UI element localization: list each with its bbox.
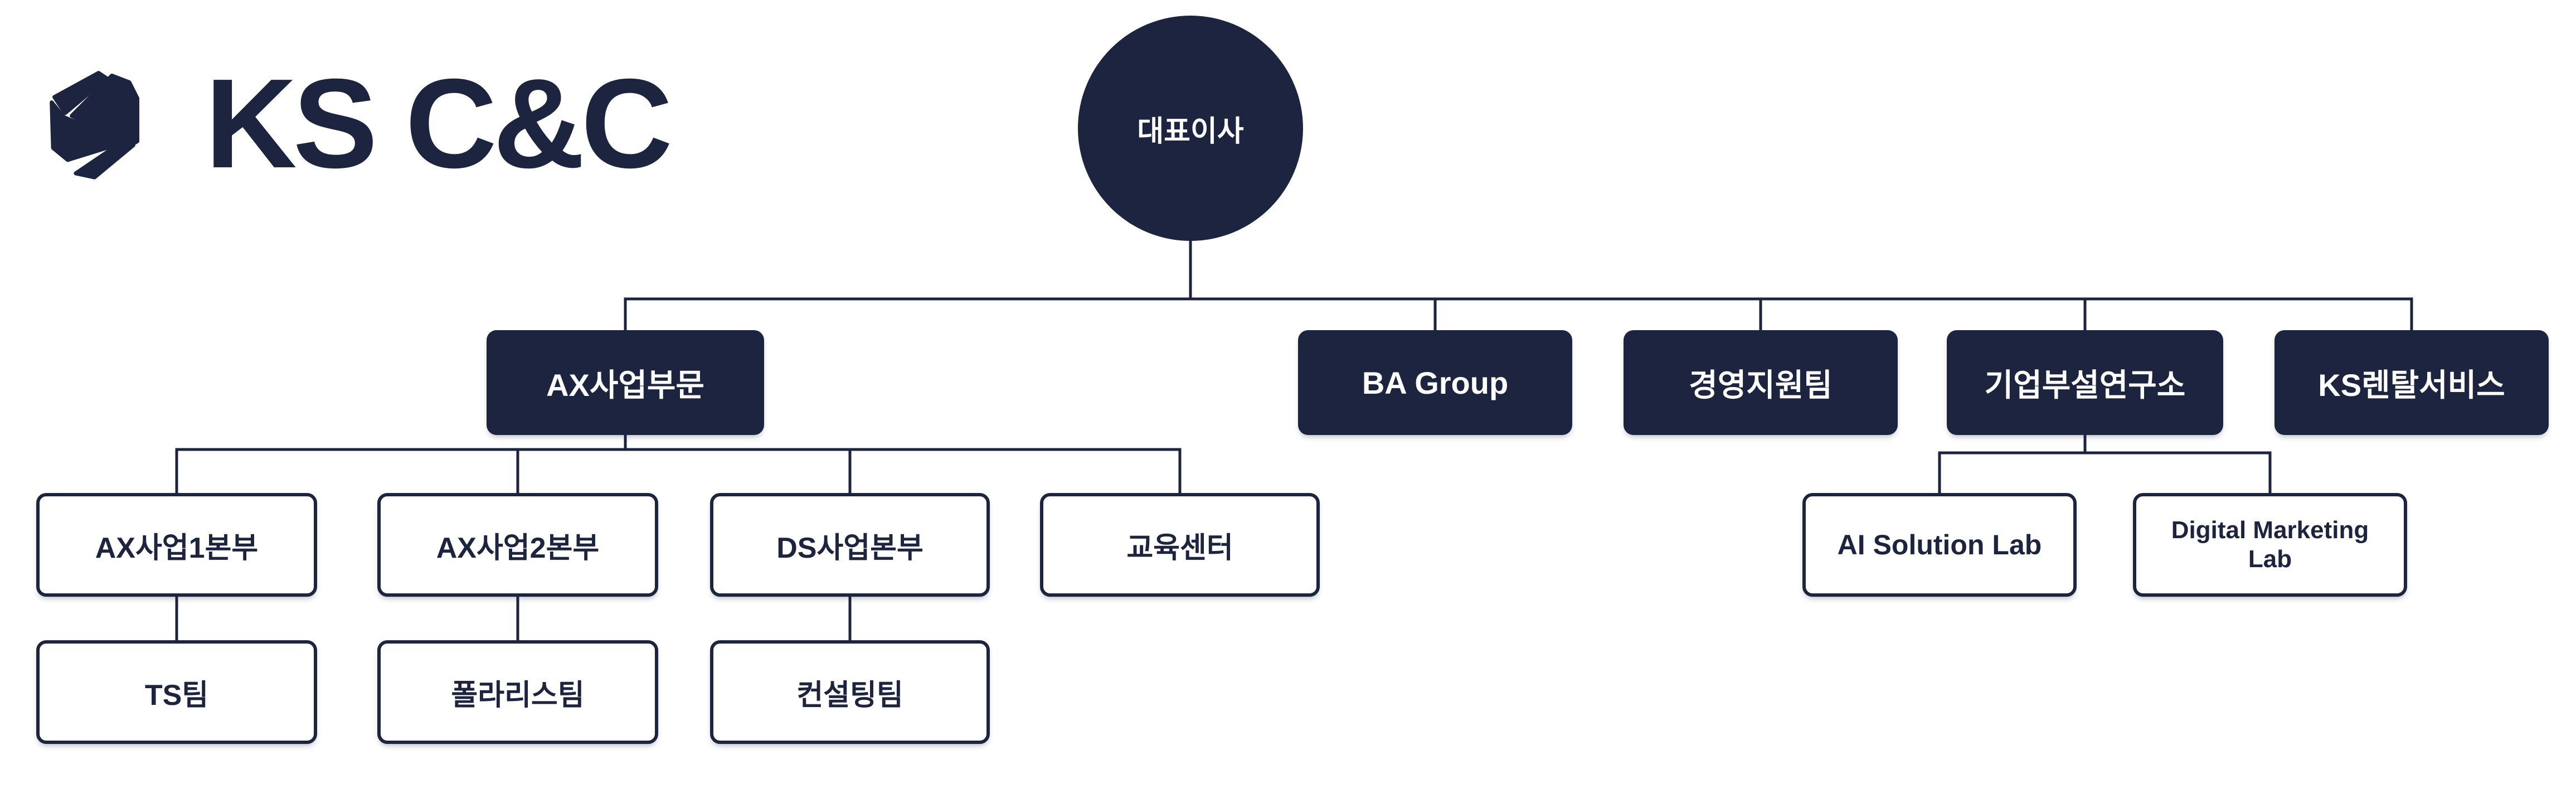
- hexagon-gem-icon: [50, 71, 139, 180]
- node-consulting-team: 컨설팅팀: [710, 640, 990, 744]
- node-edu-center: 교육센터: [1040, 493, 1320, 597]
- brand-logo: KS C&C: [32, 53, 673, 195]
- node-ds-biz-hq: DS사업본부: [710, 493, 990, 597]
- node-ai-solution-lab: AI Solution Lab: [1802, 493, 2077, 597]
- node-ks-rental-service: KS렌탈서비스: [2274, 330, 2549, 435]
- node-ax-biz1-hq: AX사업1본부: [36, 493, 317, 597]
- node-polaris-team: 폴라리스팀: [377, 640, 658, 744]
- node-management-support-team: 경영지원팀: [1624, 330, 1898, 435]
- node-ts-team: TS팀: [36, 640, 317, 744]
- node-ceo: 대표이사: [1078, 16, 1303, 241]
- node-ax-biz2-hq: AX사업2본부: [377, 493, 658, 597]
- node-research-institute: 기업부설연구소: [1947, 330, 2223, 435]
- node-digital-marketing-lab: Digital Marketing Lab: [2133, 493, 2407, 597]
- node-ba-group: BA Group: [1298, 330, 1572, 435]
- brand-name: KS C&C: [205, 53, 673, 195]
- node-ax-division: AX사업부문: [487, 330, 764, 435]
